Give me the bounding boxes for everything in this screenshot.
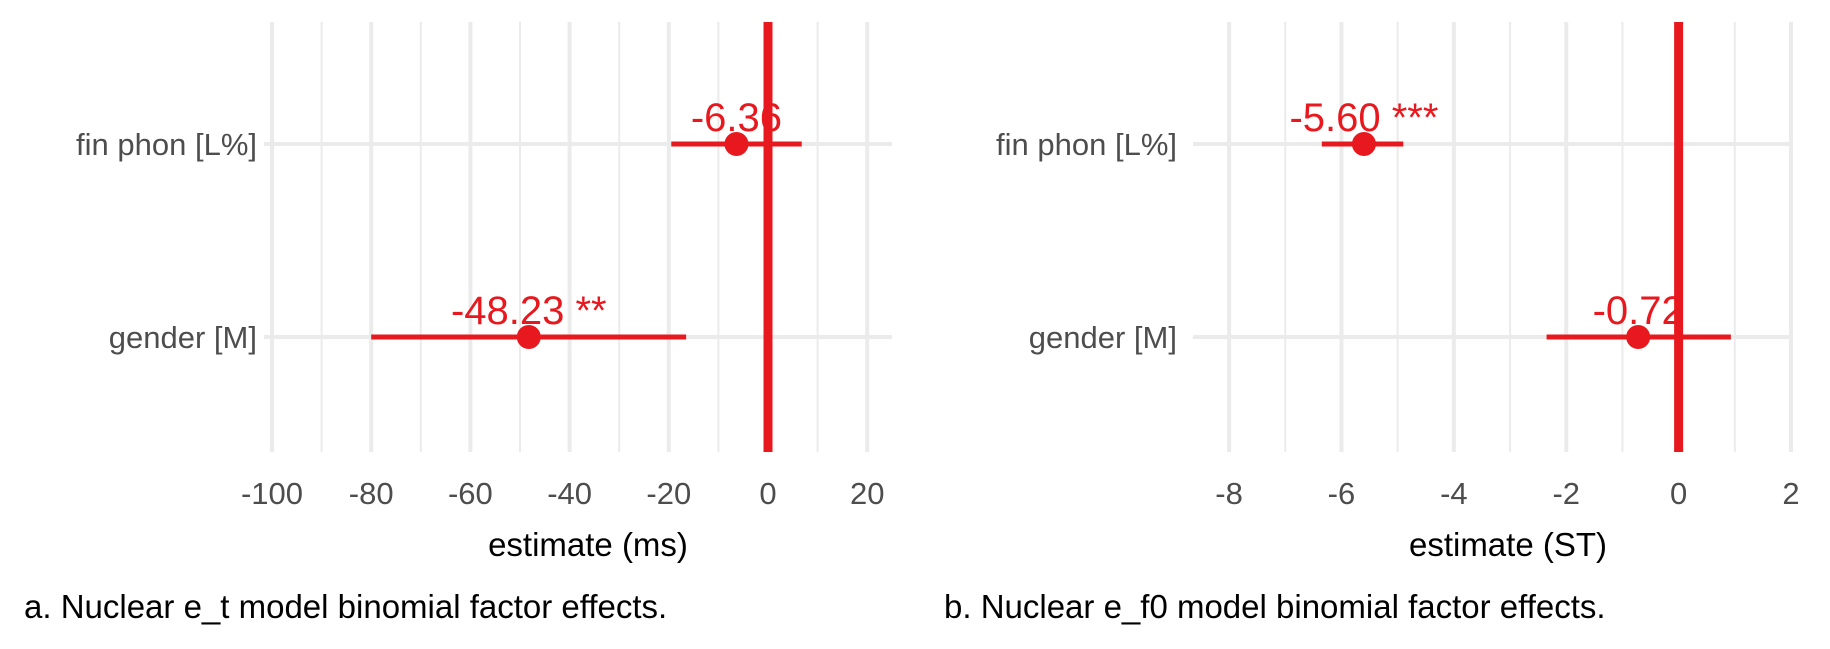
x-tick-label: -20: [646, 476, 691, 511]
x-tick-label: 20: [850, 476, 884, 511]
panel-a: -100 -80 -60 -40 -20 0 20 fin phon [L%] gender […: [24, 22, 892, 625]
panel-b: -8 -6 -4 -2 0 2 fin phon [L%] gender [M] -5.60 *…: [944, 22, 1800, 625]
x-tick-label: -8: [1215, 476, 1243, 511]
estimate-point: [516, 325, 541, 349]
estimate-point: [724, 132, 749, 156]
estimate-label: -5.60 ***: [1289, 96, 1438, 140]
term-label: fin phon [L%]: [996, 127, 1177, 162]
panel-caption: a. Nuclear e_t model binomial factor eff…: [24, 588, 667, 625]
x-tick-label: -100: [241, 476, 303, 511]
x-tick-label: 0: [1670, 476, 1687, 511]
x-tick-label: -4: [1440, 476, 1468, 511]
estimate-point: [1626, 325, 1651, 349]
estimate-label: -6.36: [691, 96, 782, 140]
x-tick-label: -40: [547, 476, 592, 511]
x-axis-title: estimate (ST): [1409, 526, 1607, 563]
term-label: gender [M]: [1029, 320, 1177, 355]
estimate-point: [1351, 132, 1376, 156]
x-tick-label: -60: [448, 476, 493, 511]
panel-caption: b. Nuclear e_f0 model binomial factor ef…: [944, 588, 1606, 625]
x-tick-label: -6: [1328, 476, 1356, 511]
x-tick-label: 0: [759, 476, 776, 511]
estimate-label: -0.72: [1593, 289, 1684, 333]
x-axis-title: estimate (ms): [488, 526, 688, 563]
x-tick-label: -2: [1552, 476, 1580, 511]
term-label: fin phon [L%]: [76, 127, 257, 162]
estimate-label: -48.23 **: [451, 289, 607, 333]
x-tick-label: 2: [1782, 476, 1799, 511]
term-label: gender [M]: [109, 320, 257, 355]
x-tick-label: -80: [349, 476, 394, 511]
